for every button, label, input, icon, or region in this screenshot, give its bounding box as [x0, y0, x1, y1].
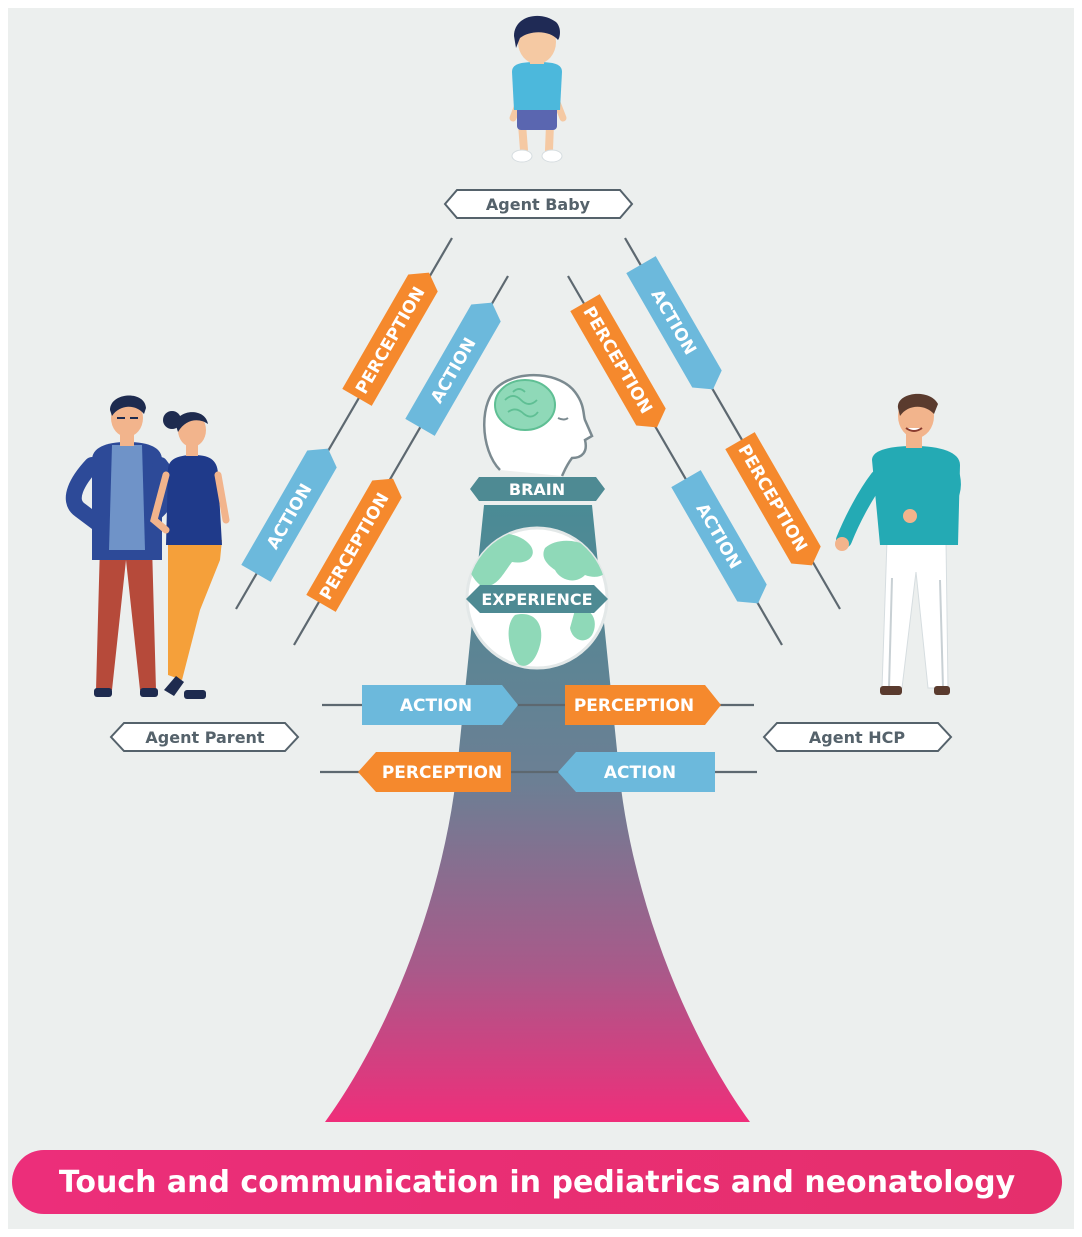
tag-label: ACTION [604, 763, 676, 783]
agent-hcp-label: Agent HCP [762, 722, 953, 752]
tag-label: PERCEPTION [382, 763, 502, 783]
brain-label: BRAIN [509, 480, 565, 499]
agent-parent-label: Agent Parent [109, 722, 300, 752]
tag-label: PERCEPTION [574, 696, 694, 716]
tag-label: ACTION [400, 696, 472, 716]
brain-tag: BRAIN [470, 477, 605, 501]
brain-head-icon [483, 373, 594, 477]
agent-hcp-text: Agent HCP [809, 728, 905, 747]
experience-label: EXPERIENCE [481, 590, 592, 609]
baby-figure [509, 15, 567, 163]
title-banner: Touch and communication in pediatrics an… [12, 1150, 1062, 1214]
tag-parent-hcp-action: ACTION [362, 685, 518, 725]
tower [325, 505, 750, 1122]
parent-figures [65, 395, 230, 699]
hcp-figure [835, 393, 961, 695]
tag-parent-hcp-perception-2: PERCEPTION [358, 752, 511, 792]
tag-parent-hcp-action-2: ACTION [558, 752, 715, 792]
agent-baby-text: Agent Baby [486, 195, 591, 214]
agent-baby-label: Agent Baby [443, 189, 634, 219]
experience-tag: EXPERIENCE [466, 585, 608, 613]
tag-parent-hcp-perception: PERCEPTION [565, 685, 721, 725]
banner-title: Touch and communication in pediatrics an… [59, 1165, 1016, 1200]
agent-parent-text: Agent Parent [145, 728, 265, 747]
